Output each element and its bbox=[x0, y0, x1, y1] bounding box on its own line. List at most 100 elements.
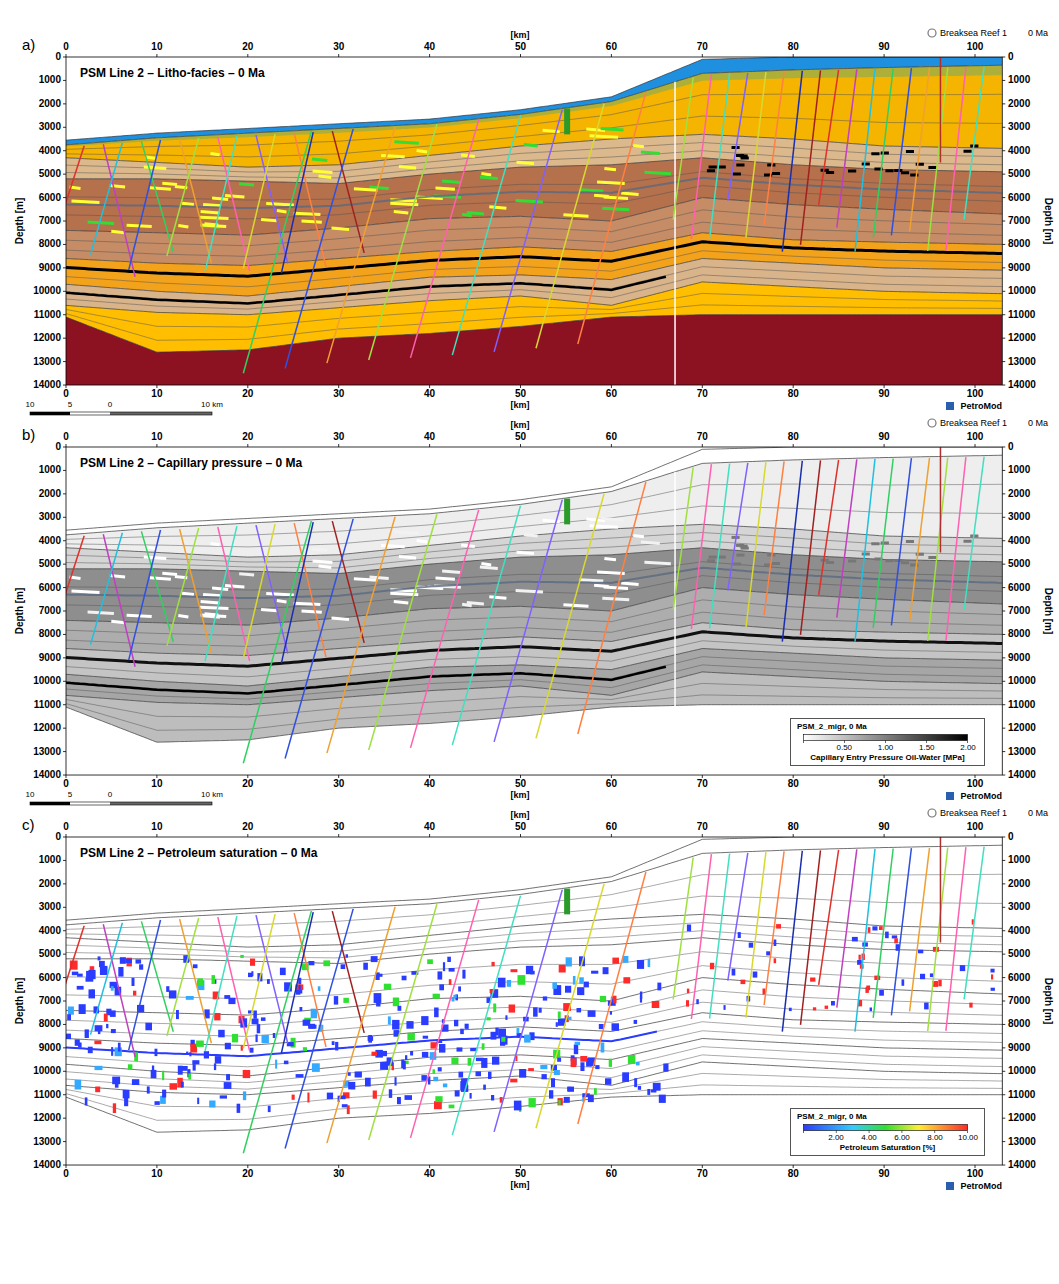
tick-label: 13000 bbox=[1008, 1136, 1036, 1148]
tick-label: 30 bbox=[333, 431, 344, 443]
tick-label: 13000 bbox=[33, 1136, 61, 1148]
axis-unit: [km] bbox=[510, 1180, 529, 1190]
tick-label: 70 bbox=[697, 41, 708, 53]
tick-label: 40 bbox=[424, 821, 435, 833]
tick-label: 100 bbox=[967, 778, 984, 790]
tick-label: 2000 bbox=[39, 488, 61, 500]
tick-label: 0 bbox=[55, 51, 61, 63]
axis-unit: [km] bbox=[510, 420, 529, 430]
logo-text: PetroMod bbox=[961, 791, 1003, 801]
tick-label: 1000 bbox=[39, 75, 61, 87]
age-label: 0 Ma bbox=[1028, 418, 1048, 428]
tick-label: 30 bbox=[333, 388, 344, 400]
tick-label: 4000 bbox=[1008, 535, 1030, 547]
tick-label: 10000 bbox=[33, 1066, 61, 1078]
legend-caption: Capillary Entry Pressure Oil-Water [MPa] bbox=[810, 753, 964, 762]
tick-label: 0 bbox=[1008, 441, 1014, 453]
tick-label: 10 bbox=[151, 778, 162, 790]
colorbar bbox=[803, 734, 968, 744]
panel-letter: b) bbox=[22, 426, 35, 443]
colorbar bbox=[803, 1124, 968, 1134]
legend-tick: 2.00 bbox=[828, 1133, 844, 1142]
tick-label: 70 bbox=[697, 431, 708, 443]
legend-tick: 10.00 bbox=[958, 1133, 978, 1142]
tick-label: 4000 bbox=[1008, 925, 1030, 937]
legend-tick: 1.00 bbox=[878, 743, 894, 752]
tick-label: 6000 bbox=[39, 972, 61, 984]
tick-label: 10 bbox=[151, 431, 162, 443]
tick-label: 70 bbox=[697, 1168, 708, 1180]
axis-title: Depth [m] bbox=[14, 588, 26, 635]
tick-label: 8000 bbox=[39, 1019, 61, 1031]
tick-label: 12000 bbox=[1008, 332, 1036, 344]
tick-label: 5000 bbox=[39, 168, 61, 180]
tick-label: 10000 bbox=[1008, 676, 1036, 688]
tick-label: 14000 bbox=[33, 1159, 61, 1171]
tick-label: 90 bbox=[879, 1168, 890, 1180]
tick-label: 50 bbox=[515, 1168, 526, 1180]
axis-title: Depth [m] bbox=[14, 198, 26, 245]
tick-label: 90 bbox=[879, 778, 890, 790]
tick-label: 7000 bbox=[1008, 605, 1030, 617]
tick-label: 80 bbox=[788, 1168, 799, 1180]
tick-label: 40 bbox=[424, 778, 435, 790]
tick-label: 2000 bbox=[1008, 488, 1030, 500]
tick-label: 2000 bbox=[1008, 98, 1030, 110]
axis-title: Depth [m] bbox=[1042, 198, 1054, 245]
tick-label: 9000 bbox=[39, 652, 61, 664]
tick-label: 11000 bbox=[34, 1089, 61, 1101]
logo-text: PetroMod bbox=[961, 401, 1003, 411]
tick-label: 7000 bbox=[1008, 995, 1030, 1007]
tick-label: 0 bbox=[63, 821, 69, 833]
tick-label: 30 bbox=[333, 821, 344, 833]
tick-label: 6000 bbox=[1008, 192, 1030, 204]
tick-label: 5000 bbox=[39, 948, 61, 960]
tick-label: 80 bbox=[788, 41, 799, 53]
tick-label: 11000 bbox=[1008, 1089, 1035, 1101]
tick-label: 60 bbox=[606, 778, 617, 790]
tick-label: 13000 bbox=[1008, 356, 1036, 368]
tick-label: 2000 bbox=[39, 98, 61, 110]
tick-label: 40 bbox=[424, 388, 435, 400]
tick-label: 0 bbox=[63, 41, 69, 53]
tick-label: 10 bbox=[151, 821, 162, 833]
scale-label: 5 bbox=[68, 400, 72, 409]
tick-label: 9000 bbox=[1008, 1042, 1030, 1054]
tick-label: 90 bbox=[879, 388, 890, 400]
tick-label: 0 bbox=[55, 831, 61, 843]
tick-label: 8000 bbox=[1008, 629, 1030, 641]
tick-label: 1000 bbox=[1008, 465, 1030, 477]
scale-label: 10 bbox=[26, 400, 35, 409]
tick-label: 20 bbox=[242, 821, 253, 833]
tick-label: 9000 bbox=[1008, 262, 1030, 274]
tick-label: 1000 bbox=[39, 465, 61, 477]
tick-label: 8000 bbox=[39, 239, 61, 251]
tick-label: 30 bbox=[333, 778, 344, 790]
tick-label: 9000 bbox=[39, 262, 61, 274]
axis-title: Depth [m] bbox=[1042, 978, 1054, 1025]
tick-label: 30 bbox=[333, 1168, 344, 1180]
panel-title: PSM Line 2 – Petroleum saturation – 0 Ma bbox=[80, 847, 317, 861]
tick-label: 6000 bbox=[1008, 582, 1030, 594]
tick-label: 14000 bbox=[1008, 1159, 1036, 1171]
tick-label: 10000 bbox=[33, 676, 61, 688]
tick-label: 5000 bbox=[1008, 948, 1030, 960]
legend-title: PSM_2_migr, 0 Ma bbox=[797, 722, 867, 731]
tick-label: 0 bbox=[63, 388, 69, 400]
tick-label: 50 bbox=[515, 431, 526, 443]
tick-label: 20 bbox=[242, 1168, 253, 1180]
tick-label: 6000 bbox=[1008, 972, 1030, 984]
scale-label: 10 km bbox=[201, 400, 223, 409]
tick-label: 100 bbox=[967, 41, 984, 53]
tick-label: 10000 bbox=[1008, 1066, 1036, 1078]
panel-letter: a) bbox=[22, 36, 35, 53]
legend-tick: 1.50 bbox=[919, 743, 935, 752]
tick-label: 0 bbox=[63, 778, 69, 790]
tick-label: 12000 bbox=[1008, 722, 1036, 734]
tick-label: 13000 bbox=[33, 746, 61, 758]
tick-label: 90 bbox=[879, 41, 890, 53]
axis-title: Depth [m] bbox=[14, 978, 26, 1025]
well-name: Breaksea Reef 1 bbox=[940, 808, 1007, 818]
legend-tick: 4.00 bbox=[861, 1133, 877, 1142]
tick-label: 10000 bbox=[1008, 286, 1036, 298]
